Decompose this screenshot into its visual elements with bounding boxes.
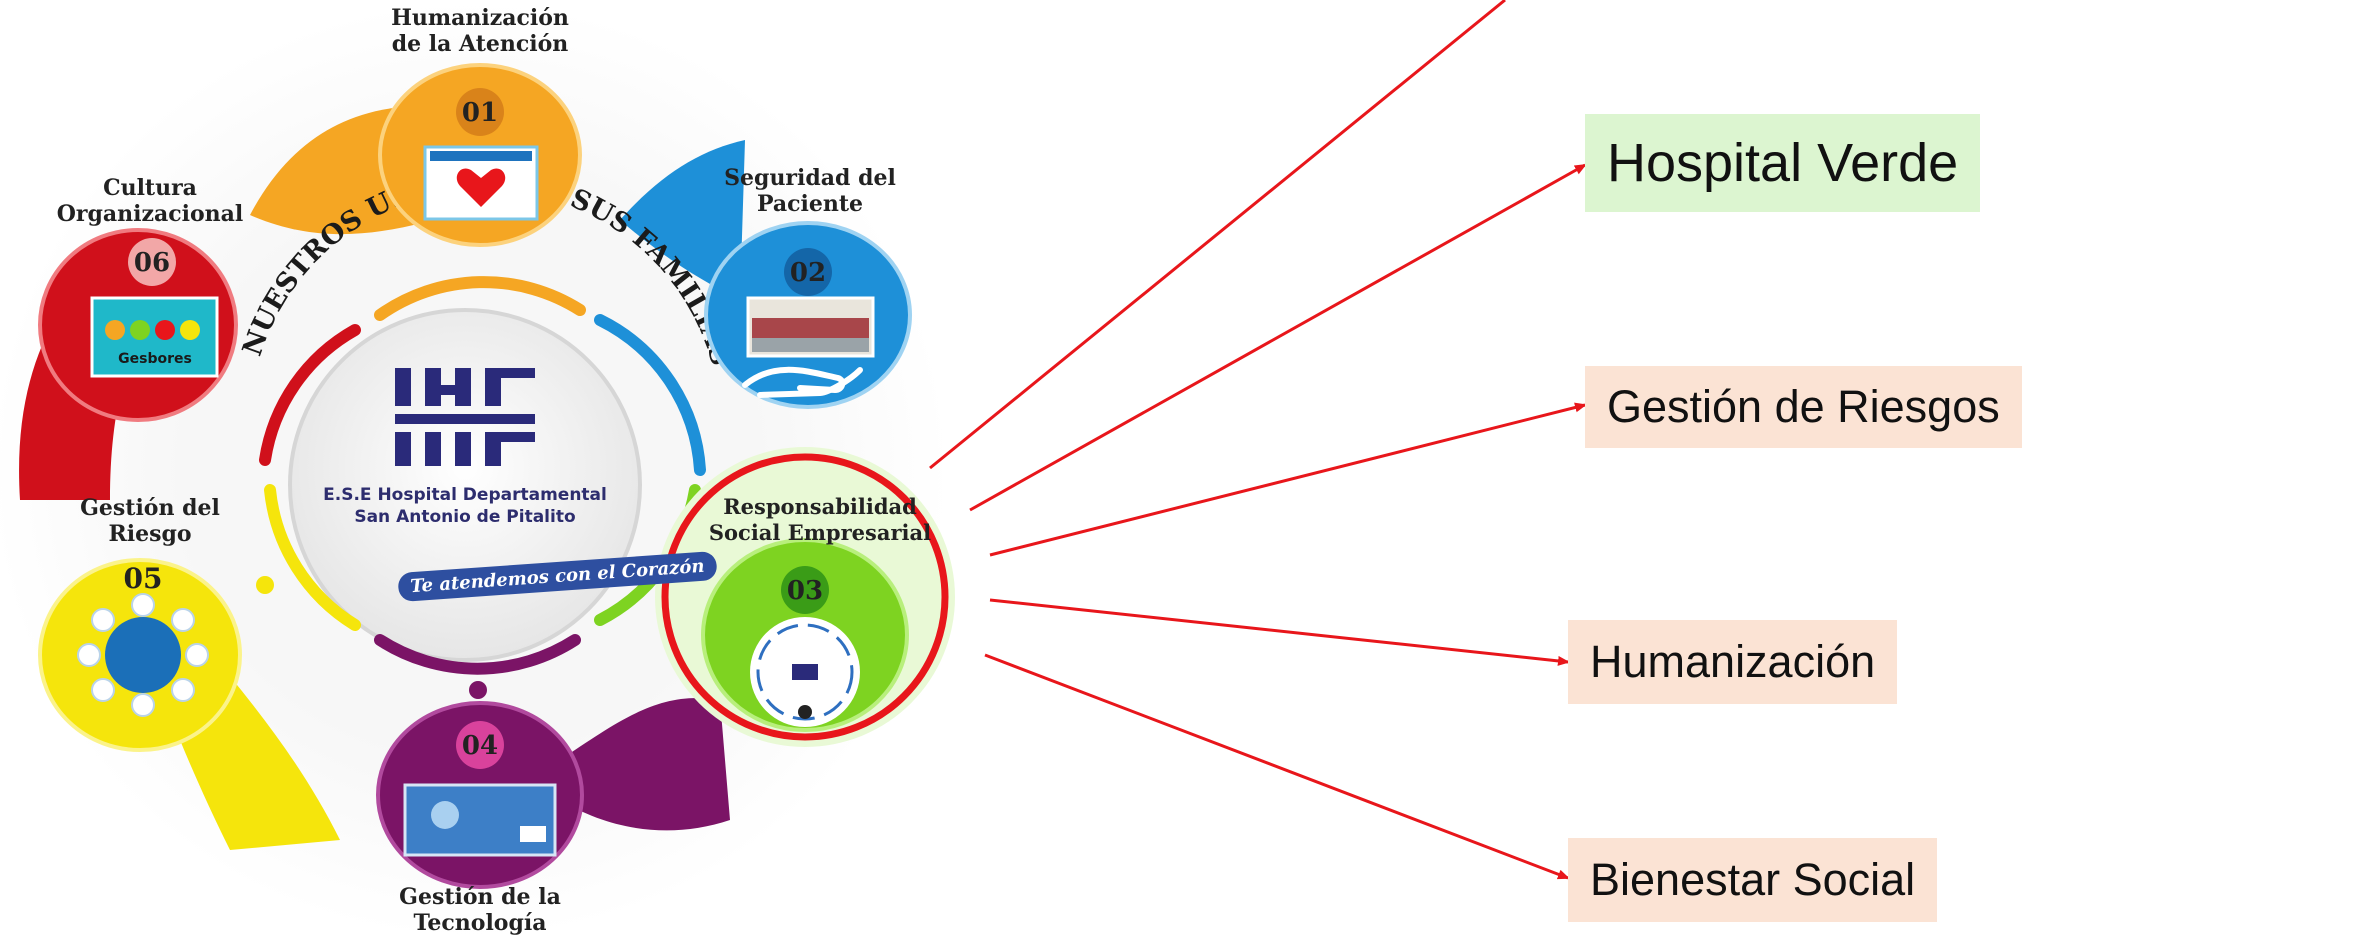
branch-hospital-verde: Hospital Verde bbox=[1585, 114, 1981, 212]
hub-org-line1: E.S.E Hospital Departamental bbox=[323, 485, 607, 505]
petal-06-label-line2: Organizacional bbox=[56, 201, 244, 227]
petal-02-number: 02 bbox=[790, 258, 826, 288]
petal-03-label: Responsabilidad Social Empresarial bbox=[700, 494, 940, 546]
petal-06-number: 06 bbox=[134, 248, 170, 278]
petal-01-label: Humanización de la Atención bbox=[330, 5, 630, 57]
arrow-humanizacion bbox=[989, 598, 1570, 666]
petal-03-number-badge bbox=[781, 566, 829, 614]
branch-gestion-riesgos: Gestión de Riesgos bbox=[1585, 366, 2022, 448]
highlight-ring bbox=[661, 453, 949, 741]
branch-bienestar-social: Bienestar Social bbox=[1568, 838, 1938, 922]
petal-01-number: 01 bbox=[462, 98, 498, 128]
ihf-logo bbox=[395, 368, 535, 466]
dot-purple bbox=[469, 681, 487, 699]
people-icon bbox=[798, 705, 812, 719]
petal-03-label-line1: Responsabilidad bbox=[723, 494, 917, 519]
petal-05-label-line2: Riesgo bbox=[108, 521, 192, 547]
petal-01-label-line1: Humanización bbox=[391, 5, 569, 31]
petal-05-thumbnail bbox=[105, 617, 181, 693]
hub-arc-purple bbox=[374, 634, 581, 675]
petal-01-number-badge bbox=[456, 88, 504, 136]
petal-06-label-line1: Cultura bbox=[103, 175, 197, 201]
petal-04-number: 04 bbox=[462, 731, 498, 761]
petal-06-label: Cultura Organizacional bbox=[30, 175, 270, 227]
arrow-bienestar-social bbox=[984, 653, 1570, 880]
petal-02-number-badge bbox=[784, 248, 832, 296]
ribbon-04 bbox=[560, 698, 730, 831]
petal-05-label: Gestión del Riesgo bbox=[50, 495, 250, 547]
petal-03-number: 03 bbox=[787, 576, 823, 606]
hub-arc-orange bbox=[374, 276, 586, 321]
arrow-hospital-verde bbox=[969, 163, 1587, 512]
heart-icon bbox=[456, 168, 506, 207]
branch-humanizacion: Humanización bbox=[1568, 620, 1898, 704]
petal-04-label-line2: Tecnología bbox=[413, 910, 547, 936]
hub-arc-red bbox=[259, 324, 361, 466]
petal-04-label-line1: Gestión de la bbox=[399, 884, 561, 910]
petal-03-label-line2: Social Empresarial bbox=[708, 520, 932, 545]
petal-06-thumbnail-caption: Gesbores bbox=[118, 351, 192, 367]
hand-icon bbox=[742, 366, 863, 398]
petal-05-number: 05 bbox=[124, 562, 163, 595]
petal-01-label-line2: de la Atención bbox=[391, 31, 569, 57]
ribbon-02 bbox=[620, 140, 745, 300]
hub-org-line2: San Antonio de Pitalito bbox=[354, 507, 576, 527]
arrow-top-offscreen bbox=[929, 0, 1506, 470]
hub-arc-yellow bbox=[264, 484, 361, 631]
petal-04-label: Gestión de la Tecnología bbox=[340, 884, 620, 936]
arrow-gestion-riesgos bbox=[989, 402, 1587, 557]
petal-04-thumbnail bbox=[403, 783, 557, 857]
petal-05-satellites bbox=[77, 593, 209, 717]
hub-arc-blue bbox=[594, 314, 706, 476]
hub-organization-name: E.S.E Hospital Departamental San Antonio… bbox=[315, 484, 615, 528]
petal-05-label-line1: Gestión del bbox=[80, 495, 220, 521]
petal-04-number-badge bbox=[456, 721, 504, 769]
petal-02-label-line2: Paciente bbox=[756, 191, 864, 217]
dot-yellow bbox=[256, 576, 274, 594]
petal-06-number-badge bbox=[128, 238, 176, 286]
petal-02-label-line1: Seguridad del bbox=[724, 165, 896, 191]
petal-02-label: Seguridad del Paciente bbox=[690, 165, 930, 217]
